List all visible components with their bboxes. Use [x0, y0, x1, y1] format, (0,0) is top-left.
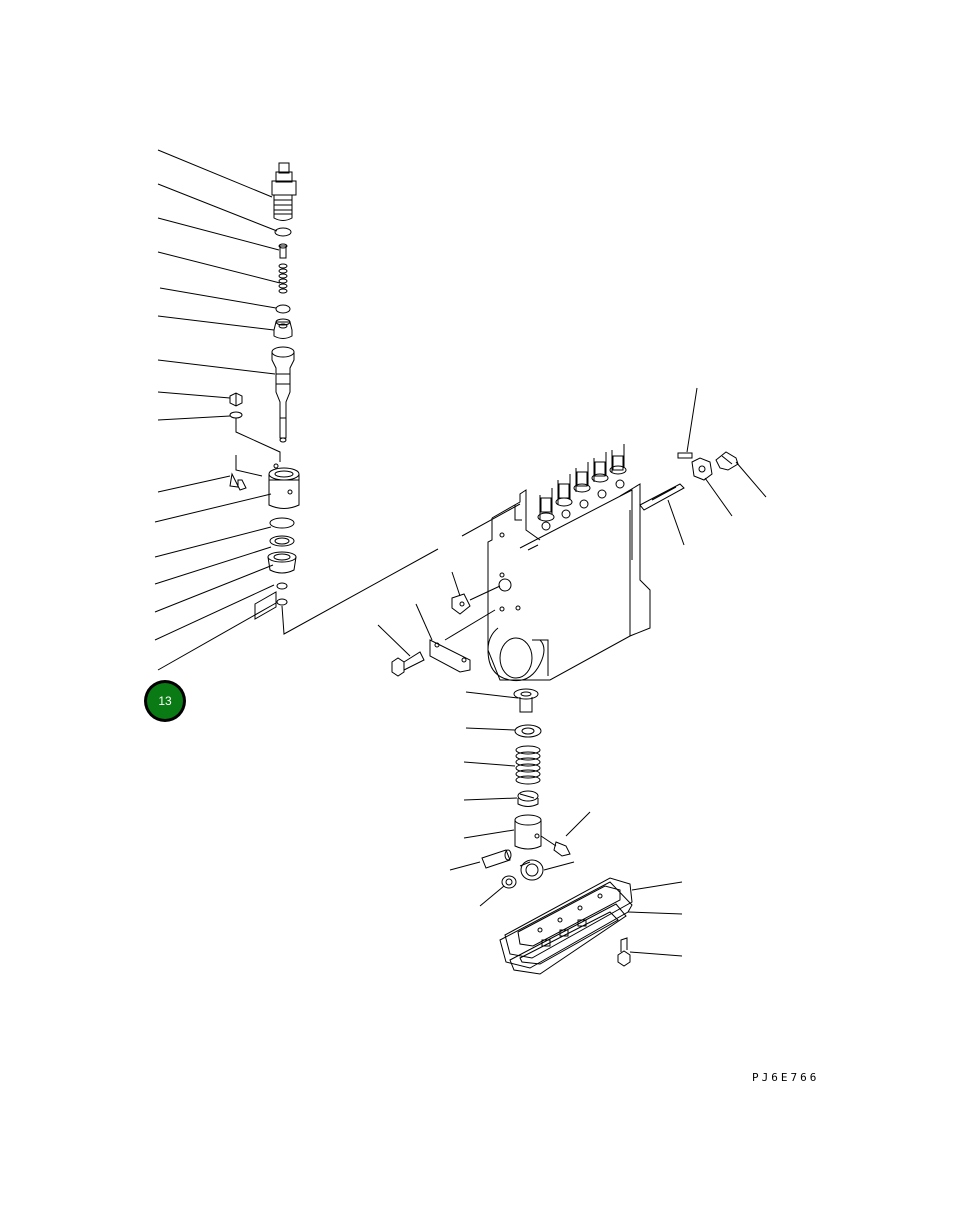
hex-nut — [229, 392, 243, 407]
stud-bracket — [235, 418, 281, 462]
lower-o-ring — [269, 517, 295, 529]
spring-seat-upper — [267, 551, 297, 574]
seal-ring-inner — [274, 537, 290, 545]
plunger-spring — [515, 745, 541, 785]
callout-hotspot[interactable]: 13 — [144, 680, 186, 722]
lower-spring-seat — [517, 790, 539, 807]
drawing-code: PJ6E766 — [752, 1071, 820, 1084]
delivery-valve — [273, 318, 293, 339]
tappet — [514, 814, 542, 850]
roller — [519, 859, 544, 881]
small-ring — [276, 582, 288, 590]
gasket — [499, 881, 683, 969]
mounting-bolt — [377, 624, 425, 677]
valve-gasket — [275, 304, 291, 314]
washer — [229, 411, 243, 419]
bushing — [501, 875, 517, 889]
cover-plate — [504, 877, 683, 959]
callout-label: 13 — [147, 683, 183, 719]
valve-stopper — [278, 243, 288, 259]
tappet-screw — [540, 835, 571, 857]
cover-bolt — [617, 937, 683, 967]
plunger-barrel — [271, 346, 295, 443]
bracket-plate — [415, 603, 496, 673]
valve-spring — [278, 263, 288, 294]
bottom-cover — [509, 903, 627, 975]
spring-seat — [513, 688, 539, 713]
pump-outlets — [537, 444, 627, 531]
leader-lines-lower — [449, 691, 591, 907]
shim — [254, 591, 277, 620]
assembly-connector-line — [281, 503, 521, 635]
tappet-nut — [451, 571, 501, 615]
control-rack — [639, 483, 685, 546]
control-sleeve — [229, 455, 300, 509]
roller-pin — [481, 849, 512, 869]
pump-housing — [487, 483, 651, 682]
o-ring — [274, 227, 292, 237]
delivery-valve-holder — [271, 162, 297, 221]
right-parts — [677, 387, 767, 517]
spring-washer — [514, 724, 542, 738]
small-ring-2 — [276, 598, 288, 606]
leader-lines-left — [154, 149, 281, 671]
seal-ring — [269, 535, 295, 547]
